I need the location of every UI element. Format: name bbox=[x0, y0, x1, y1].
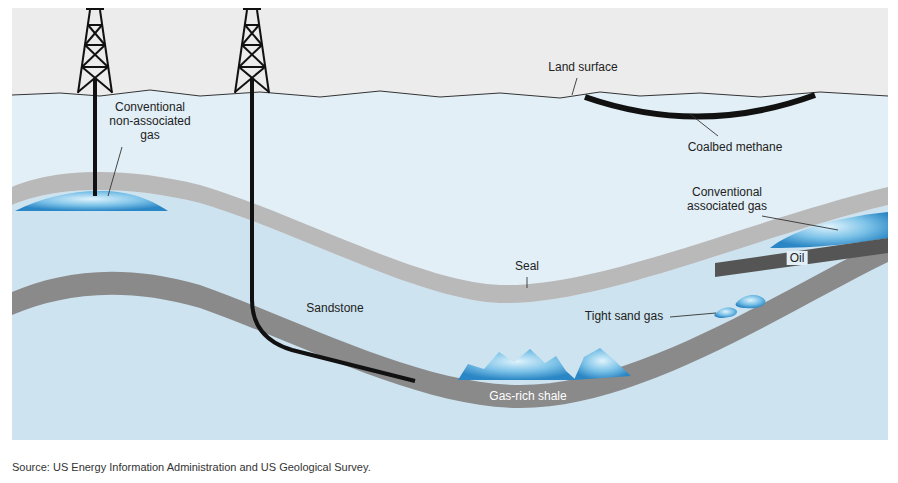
callout-label: Seal bbox=[515, 259, 539, 273]
callout-label: Conventional non-associated gas bbox=[104, 100, 196, 142]
layer-label: Oil bbox=[787, 251, 808, 265]
vertical-well bbox=[93, 78, 97, 196]
gas-deposit bbox=[736, 295, 766, 308]
horizontal-well bbox=[252, 78, 415, 381]
oil-layer bbox=[715, 238, 888, 277]
shale-layer bbox=[12, 238, 888, 408]
callout-label: Gas-rich shale bbox=[489, 389, 566, 403]
callout-label: Land surface bbox=[548, 60, 617, 74]
coal-seam bbox=[585, 95, 815, 117]
source-caption: Source: US Energy Information Administra… bbox=[12, 461, 371, 474]
gas-deposit bbox=[458, 349, 576, 380]
upper-rock bbox=[12, 8, 888, 440]
leader-lines bbox=[108, 78, 838, 317]
gas-deposit bbox=[15, 191, 168, 211]
callout-label: Conventional associated gas bbox=[681, 185, 773, 213]
callout-label: Coalbed methane bbox=[688, 140, 783, 154]
callout-label: Sandstone bbox=[306, 301, 363, 315]
land-surface-line bbox=[12, 90, 888, 98]
gas-deposit bbox=[714, 307, 737, 318]
gas-deposit bbox=[574, 348, 631, 380]
sky bbox=[12, 8, 888, 98]
callout-label: Tight sand gas bbox=[585, 309, 663, 323]
